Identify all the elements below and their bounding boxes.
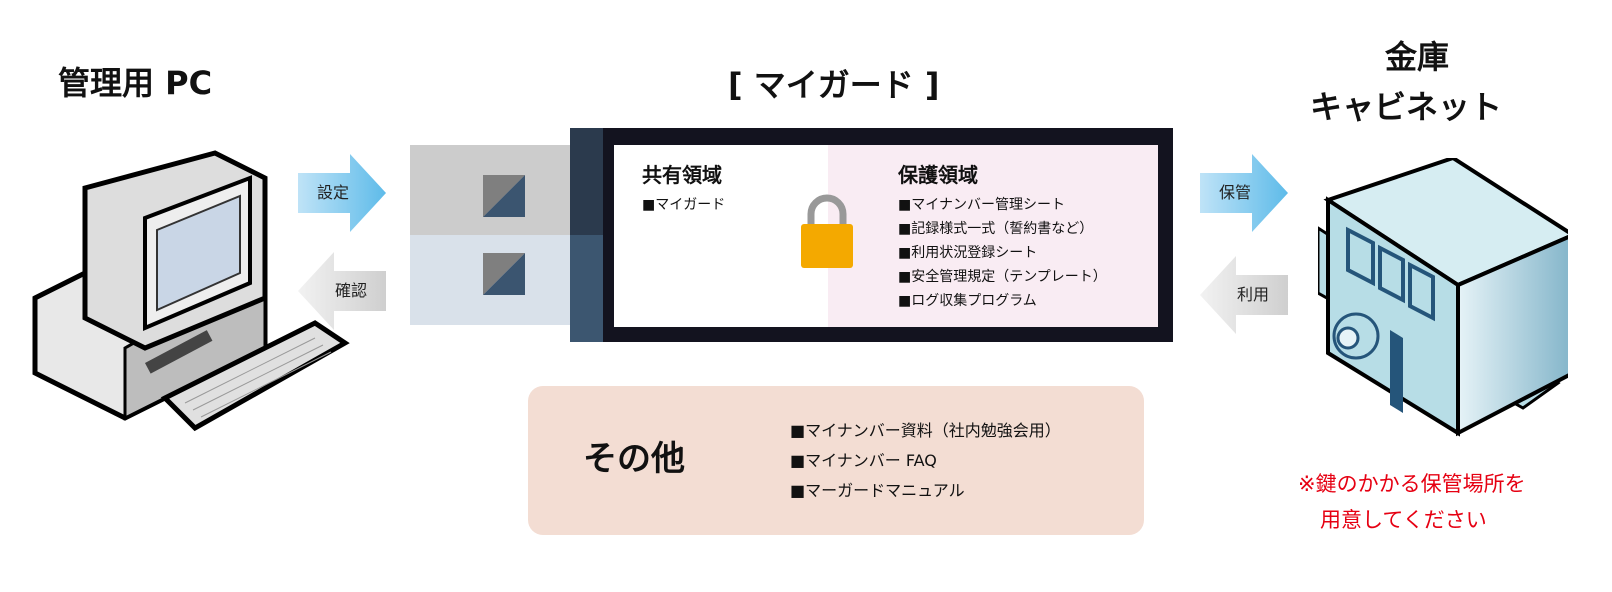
usb-contact-icon (483, 175, 525, 217)
pc-icon (32, 150, 350, 432)
confirm-label: 確認 (334, 281, 367, 300)
shared-heading: 共有領域 (642, 163, 722, 187)
other-heading: その他 (583, 439, 685, 479)
note-line1: ※鍵のかかる保管場所を (1298, 472, 1526, 496)
safe-title-line1: 金庫 (1385, 38, 1450, 76)
protected-item: ■利用状況登録シート (898, 245, 1038, 261)
lock-icon (801, 194, 853, 268)
shared-area: 共有領域 ■マイガード (614, 145, 828, 327)
confirm-arrow: 確認 (298, 252, 386, 330)
stick-edge-top (570, 128, 605, 235)
safe-title-line2: キャビネット (1310, 88, 1503, 126)
stick-edge-bottom (570, 235, 605, 342)
myguard-title: [ マイガード ] (728, 66, 940, 104)
store-label: 保管 (1218, 183, 1251, 202)
protected-item: ■安全管理規定（テンプレート） (898, 269, 1107, 285)
use-label: 利用 (1236, 285, 1269, 304)
protected-item: ■記録様式一式（誓約書など） (898, 221, 1094, 237)
use-arrow: 利用 (1200, 256, 1288, 334)
protected-area: 保護領域 ■マイナンバー管理シート ■記録様式一式（誓約書など） ■利用状況登録… (828, 145, 1158, 327)
other-item: ■マーガードマニュアル (790, 481, 965, 500)
other-item: ■マイナンバー FAQ (790, 451, 937, 470)
safe-icon (1318, 158, 1568, 437)
other-item: ■マイナンバー資料（社内勉強会用） (790, 421, 1061, 440)
setting-arrow: 設定 (298, 154, 386, 232)
note-line2: 用意してください (1320, 508, 1487, 532)
setting-label: 設定 (316, 183, 349, 202)
usb-contact-icon (483, 253, 525, 295)
protected-heading: 保護領域 (898, 163, 978, 187)
other-box: その他 ■マイナンバー資料（社内勉強会用） ■マイナンバー FAQ ■マーガード… (528, 386, 1144, 535)
protected-item: ■マイナンバー管理シート (898, 197, 1065, 213)
shared-item: ■マイガード (642, 197, 726, 213)
store-arrow: 保管 (1200, 154, 1288, 232)
protected-item: ■ログ収集プログラム (898, 293, 1037, 309)
pc-title: 管理用 PC (58, 64, 213, 102)
